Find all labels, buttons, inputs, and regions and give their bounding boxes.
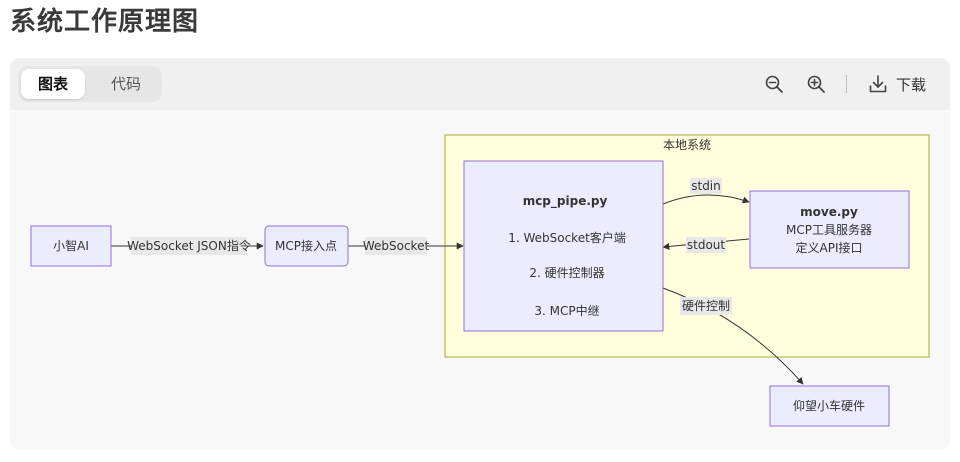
cluster-label: 本地系统: [663, 138, 711, 152]
edge-label-bg-ws: [365, 237, 427, 255]
zoom-in-icon: [806, 74, 826, 94]
flowchart-svg: 本地系统 WebSocket JSON指令 WebSocket stdin st…: [30, 134, 930, 427]
node-mcp-pipe-line-2: 2. 硬件控制器: [529, 266, 604, 280]
edge-label-bg-hw-ctrl: [680, 297, 732, 315]
node-xiaozhi-label: 小智AI: [53, 238, 89, 253]
tab-chart[interactable]: 图表: [21, 69, 85, 99]
node-hardware[interactable]: [769, 385, 890, 427]
zoom-out-button[interactable]: [764, 70, 784, 98]
zoom-out-icon: [764, 74, 784, 94]
edge-label-hw-ctrl: 硬件控制: [682, 299, 730, 313]
edge-label-ws: WebSocket: [363, 239, 430, 253]
node-move-line-2: 定义API接口: [796, 240, 863, 255]
diagram-card: 图表 代码: [10, 58, 950, 450]
node-move-line-1: MCP工具服务器: [786, 222, 872, 237]
node-mcp-pipe-line-1: 1. WebSocket客户端: [508, 230, 626, 245]
download-button[interactable]: 下载: [868, 70, 926, 98]
node-xiaozhi[interactable]: [30, 225, 112, 267]
download-icon: [868, 74, 888, 94]
toolbar: 图表 代码: [10, 58, 950, 110]
node-mcp-pipe-line-3: 3. MCP中继: [534, 303, 599, 318]
edge-label-stdin: stdin: [691, 179, 721, 193]
node-move[interactable]: [749, 190, 910, 269]
toolbar-divider: [846, 75, 847, 93]
page-title: 系统工作原理图: [10, 7, 200, 37]
node-mcp-pipe-title: mcp_pipe.py: [523, 194, 608, 209]
edge-label-bg-stdin: [690, 178, 722, 194]
flowchart: 本地系统 WebSocket JSON指令 WebSocket stdin st…: [10, 110, 950, 450]
node-move-title: move.py: [800, 205, 858, 219]
node-mcp-access[interactable]: [264, 225, 349, 267]
edge-label-ws-json: WebSocket JSON指令: [127, 238, 251, 253]
edge-pipe-to-move-stdin: [662, 194, 750, 205]
edge-label-stdout: stdout: [687, 238, 726, 252]
node-hardware-label: 仰望小车硬件: [793, 398, 865, 413]
view-tabs: 图表 代码: [18, 66, 162, 102]
download-label: 下载: [896, 75, 927, 94]
edge-label-bg-ws-json: [131, 237, 247, 255]
node-mcp-access-label: MCP接入点: [275, 238, 337, 253]
tab-code[interactable]: 代码: [110, 75, 141, 93]
edge-label-bg-stdout: [686, 237, 726, 253]
node-mcp-pipe[interactable]: [463, 160, 664, 332]
edge-pipe-to-hardware: [662, 287, 804, 385]
zoom-in-button[interactable]: [806, 70, 826, 98]
